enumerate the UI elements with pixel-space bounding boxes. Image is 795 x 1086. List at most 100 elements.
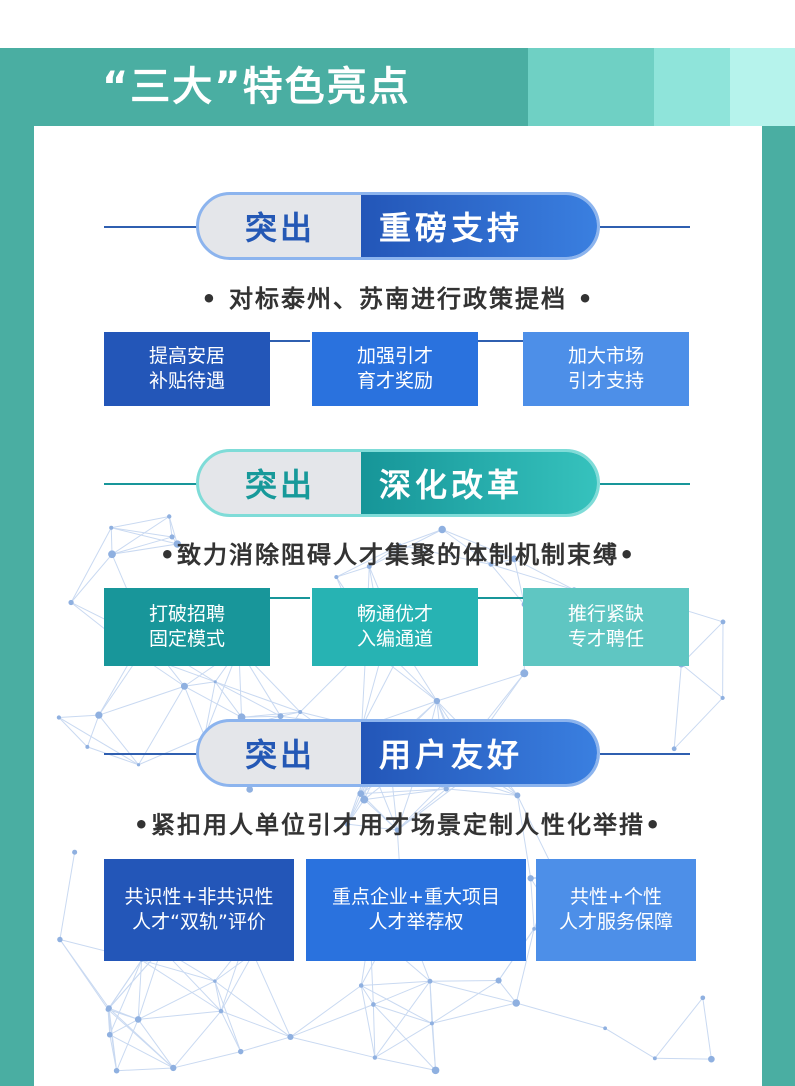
network-line bbox=[441, 529, 515, 560]
network-line bbox=[220, 1010, 291, 1038]
network-node bbox=[109, 525, 114, 530]
network-line bbox=[368, 544, 401, 567]
network-line bbox=[138, 686, 185, 766]
network-line bbox=[58, 717, 139, 766]
network-node bbox=[134, 1016, 142, 1023]
network-line bbox=[137, 980, 216, 1020]
network-node bbox=[105, 1006, 111, 1012]
network-line bbox=[141, 959, 216, 982]
network-node bbox=[366, 564, 372, 569]
feature-box: 共性+个性 人才服务保障 bbox=[536, 859, 696, 961]
network-line bbox=[490, 563, 575, 591]
network-node bbox=[72, 849, 78, 855]
network-node bbox=[433, 697, 441, 705]
network-line bbox=[374, 1057, 436, 1071]
network-node bbox=[298, 710, 303, 715]
network-node bbox=[438, 525, 446, 534]
network-line bbox=[214, 681, 242, 718]
network-line bbox=[431, 1002, 517, 1024]
box-connector bbox=[270, 597, 310, 599]
network-node bbox=[371, 1002, 376, 1007]
network-line bbox=[290, 1004, 374, 1038]
network-node bbox=[372, 1055, 378, 1060]
section-title-prefix: 突出 bbox=[244, 209, 315, 247]
network-line bbox=[654, 1057, 712, 1060]
network-line bbox=[141, 959, 222, 1012]
section-title-highlight: 重磅支持 bbox=[361, 195, 597, 257]
section-title-prefix: 突出 bbox=[244, 466, 315, 504]
network-line bbox=[59, 852, 76, 940]
network-line bbox=[107, 1009, 118, 1071]
network-node bbox=[136, 763, 141, 767]
network-line bbox=[98, 685, 185, 716]
section-title-pill: 突出 用户友好 bbox=[196, 719, 600, 787]
network-node bbox=[237, 1048, 244, 1055]
network-line bbox=[107, 959, 142, 1010]
network-line bbox=[109, 1018, 139, 1036]
network-line bbox=[107, 1008, 139, 1020]
feature-box: 加大市场 引才支持 bbox=[523, 332, 689, 406]
network-line bbox=[107, 1009, 174, 1069]
network-node bbox=[652, 1056, 657, 1061]
network-line bbox=[431, 980, 499, 1024]
network-line bbox=[396, 788, 447, 831]
network-node bbox=[720, 619, 726, 625]
network-node bbox=[671, 746, 677, 752]
network-line bbox=[290, 985, 362, 1038]
network-node bbox=[429, 1021, 434, 1026]
network-line bbox=[429, 980, 517, 1004]
network-line bbox=[98, 714, 139, 766]
network-line bbox=[347, 823, 398, 831]
network-line bbox=[290, 1036, 376, 1059]
network-line bbox=[168, 516, 173, 538]
network-line bbox=[364, 788, 447, 801]
network-line bbox=[111, 543, 178, 555]
network-node bbox=[180, 682, 188, 690]
network-line bbox=[58, 717, 88, 748]
network-node bbox=[360, 795, 369, 804]
network-line bbox=[110, 527, 113, 555]
network-node bbox=[443, 786, 449, 792]
network-node bbox=[213, 680, 217, 684]
network-node bbox=[68, 599, 74, 606]
network-node bbox=[512, 999, 520, 1007]
network-line bbox=[241, 715, 281, 718]
section-subtitle: • 对标泰州、苏南进行政策提档 • bbox=[201, 285, 595, 313]
network-line bbox=[214, 980, 291, 1038]
feature-box: 畅通优才 入编通道 bbox=[312, 588, 478, 666]
network-node bbox=[394, 827, 400, 833]
network-line bbox=[214, 681, 281, 717]
title-decoration-block-3 bbox=[730, 48, 795, 126]
box-connector bbox=[478, 597, 524, 599]
page-title: “三大”特色亮点 bbox=[102, 64, 411, 110]
network-line bbox=[654, 997, 704, 1059]
network-node bbox=[246, 786, 254, 793]
network-node bbox=[218, 1008, 224, 1014]
network-line bbox=[513, 558, 525, 605]
network-node bbox=[700, 995, 706, 1001]
feature-box: 推行紧缺 专才聘任 bbox=[523, 588, 689, 666]
network-node bbox=[510, 555, 518, 563]
network-node bbox=[603, 1026, 608, 1031]
network-line bbox=[336, 566, 370, 578]
network-node bbox=[427, 978, 433, 984]
network-line bbox=[168, 516, 178, 545]
network-line bbox=[70, 553, 113, 603]
network-line bbox=[240, 1036, 291, 1053]
network-line bbox=[111, 527, 178, 545]
network-line bbox=[360, 985, 374, 1005]
network-node bbox=[495, 977, 502, 984]
network-node bbox=[85, 744, 90, 749]
network-line bbox=[59, 939, 109, 1010]
network-node bbox=[357, 790, 365, 797]
section-divider-left bbox=[104, 226, 198, 228]
network-line bbox=[58, 714, 99, 718]
network-line bbox=[87, 746, 139, 766]
network-line bbox=[360, 788, 447, 795]
network-node bbox=[344, 821, 351, 827]
network-line bbox=[369, 529, 443, 567]
network-line bbox=[116, 1019, 139, 1071]
feature-box: 共识性+非共识性 人才“双轨”评价 bbox=[104, 859, 294, 961]
network-line bbox=[372, 1004, 376, 1058]
network-node bbox=[358, 983, 364, 988]
